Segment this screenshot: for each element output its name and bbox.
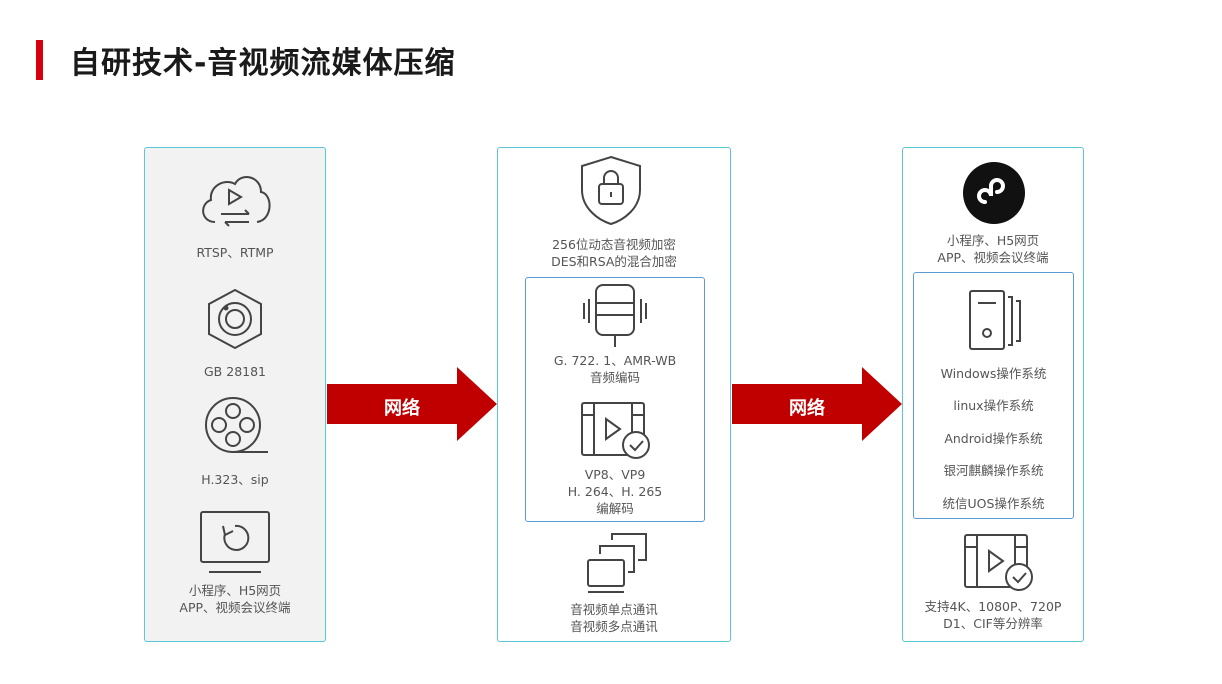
terminal-label-2: APP、视频会议终端 xyxy=(937,250,1049,265)
os-item-uos: 统信UOS操作系统 xyxy=(942,496,1045,511)
audio-codec-label-1: G. 722. 1、AMR-WB xyxy=(553,353,677,368)
os-group xyxy=(913,272,1074,519)
encryption-label-1: 256位动态音视频加密 xyxy=(552,237,676,252)
network-arrow-right-label: 网络 xyxy=(789,398,825,419)
protocol-label-rtsp: RTSP、RTMP xyxy=(196,245,274,260)
cloud-play-icon xyxy=(202,176,271,227)
video-check-icon xyxy=(581,402,650,459)
protocol-label-app: APP、视频会议终端 xyxy=(179,600,291,615)
camera-hexagon-icon xyxy=(208,288,262,350)
resolution-label-1: 支持4K、1080P、720P xyxy=(924,599,1062,614)
comm-label-2: 音视频多点通讯 xyxy=(570,619,658,634)
network-arrow-right xyxy=(732,367,902,441)
video-check-icon xyxy=(964,534,1033,591)
mini-program-icon xyxy=(963,162,1025,224)
protocol-label-miniprogram: 小程序、H5网页 xyxy=(188,583,282,598)
os-item-kylin: 银河麒麟操作系统 xyxy=(943,463,1044,478)
os-item-windows: Windows操作系统 xyxy=(940,366,1047,381)
os-item-linux: linux操作系统 xyxy=(953,398,1034,413)
codec-group xyxy=(525,277,705,522)
page-title: 自研技术-音视频流媒体压缩 xyxy=(70,46,456,81)
audio-codec-label-2: 音频编码 xyxy=(589,370,640,385)
server-icon xyxy=(969,290,1021,350)
comm-label-1: 音视频单点通讯 xyxy=(570,602,658,617)
video-codec-label-3: 编解码 xyxy=(596,501,634,516)
monitor-refresh-icon xyxy=(200,511,270,573)
encryption-label-2: DES和RSA的混合加密 xyxy=(551,254,677,269)
resolution-label-2: D1、CIF等分辨率 xyxy=(943,616,1043,631)
film-reel-icon xyxy=(205,397,268,453)
network-arrow-left-label: 网络 xyxy=(384,398,420,419)
video-codec-label-2: H. 264、H. 265 xyxy=(567,484,663,499)
multi-screen-icon xyxy=(587,533,647,593)
network-arrow-left xyxy=(327,367,497,441)
os-item-android: Android操作系统 xyxy=(944,431,1043,446)
video-codec-label-1: VP8、VP9 xyxy=(584,467,646,482)
title-accent-bar xyxy=(36,40,43,80)
shield-lock-icon xyxy=(581,155,641,226)
protocol-panel xyxy=(144,147,326,642)
microphone-icon xyxy=(583,284,647,347)
protocol-label-h323: H.323、sip xyxy=(201,472,269,487)
terminal-label-1: 小程序、H5网页 xyxy=(946,233,1040,248)
protocol-label-gb28181: GB 28181 xyxy=(204,364,266,379)
